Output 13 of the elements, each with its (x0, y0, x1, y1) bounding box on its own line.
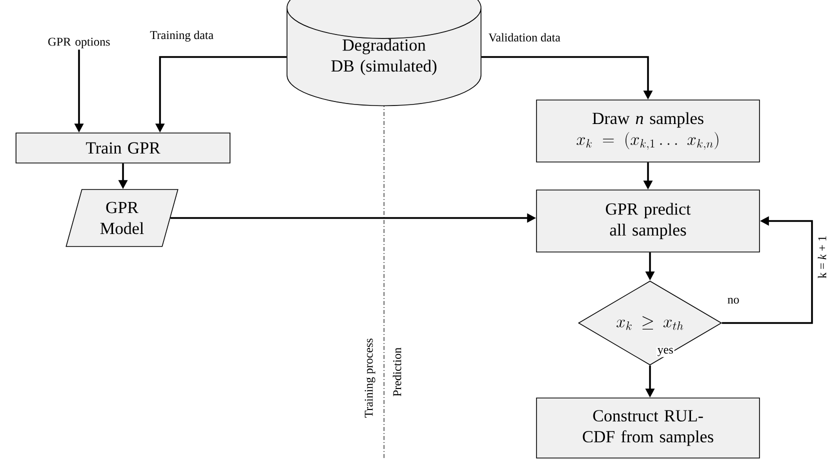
database-cylinder: Degradation DB (simulated) (286, 0, 482, 106)
input-label: GPR options (48, 38, 110, 48)
process-box: GPR predict all samples (536, 190, 760, 252)
region-label: Prediction (392, 346, 402, 398)
edge-label: Training data (148, 30, 215, 43)
region-label: Training process (364, 337, 376, 419)
process-box: Train GPR (16, 132, 230, 164)
process-box: Draw n samples $x_k = (x_{k,1} \ldots\ x_{k,n})$ (536, 100, 760, 162)
loop-label: k = k + 1 (816, 234, 828, 280)
edge-label: Validation data (487, 32, 562, 43)
process-box: Construct RUL-CDF from samples (536, 398, 760, 458)
edge-label: no (726, 296, 740, 305)
data-parallelogram: GPR Model (66, 189, 178, 247)
